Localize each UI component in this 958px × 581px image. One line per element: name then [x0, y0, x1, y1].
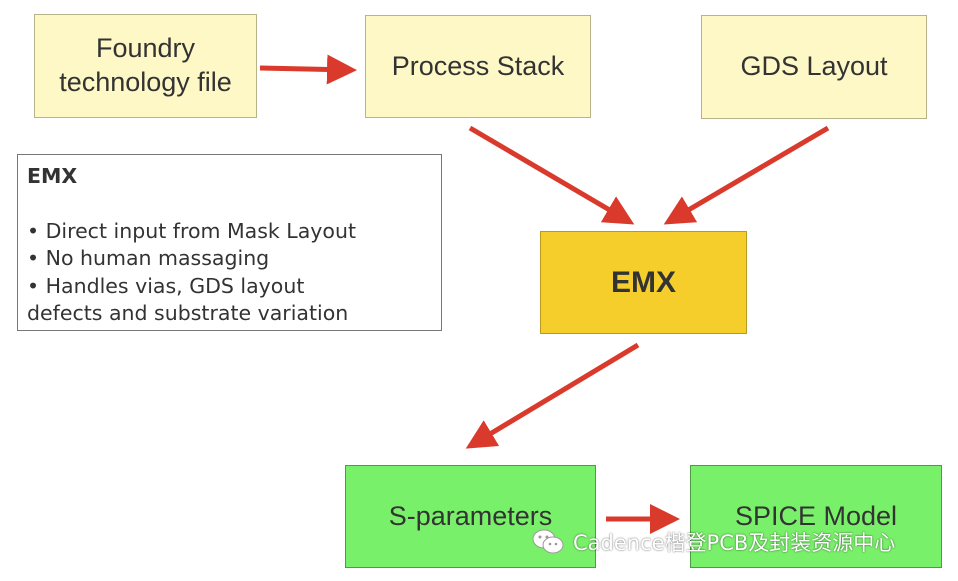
arrow-gds-to-emx	[663, 125, 830, 225]
process-stack-label: Process Stack	[391, 50, 565, 81]
foundry-label: Foundry technology file	[59, 33, 232, 97]
wechat-icon	[532, 529, 564, 554]
process-stack-box: Process Stack	[365, 15, 591, 118]
watermark: Cadence楷登PCB及封装资源中心	[531, 527, 895, 557]
notes-line: • Handles vias, GDS layout	[27, 273, 305, 298]
s-parameters-label: S-parameters	[388, 500, 553, 531]
spice-model-label: SPICE Model	[734, 500, 898, 531]
arrow-emx-to-sparams	[465, 342, 640, 449]
notes-line: • No human massaging	[27, 246, 270, 270]
spice-model-box: SPICE Model	[690, 465, 942, 568]
arrow-process-to-emx	[468, 125, 635, 225]
notes-line: • Direct input from Mask Layout	[27, 218, 356, 243]
emx-box: EMX	[540, 231, 747, 334]
emx-notes-box: EMX • Direct input from Mask Layout • No…	[17, 154, 442, 331]
gds-layout-label: GDS Layout	[740, 51, 888, 82]
foundry-technology-file-box: Foundry technology file	[34, 14, 257, 118]
notes-line: defects and substrate variation	[27, 301, 349, 325]
notes-title: EMX	[27, 164, 78, 188]
watermark-text: Cadence楷登PCB及封装资源中心	[573, 531, 896, 555]
gds-layout-box: GDS Layout	[701, 15, 927, 119]
emx-label: EMX	[610, 265, 676, 299]
arrow-foundry-to-process	[259, 54, 357, 85]
